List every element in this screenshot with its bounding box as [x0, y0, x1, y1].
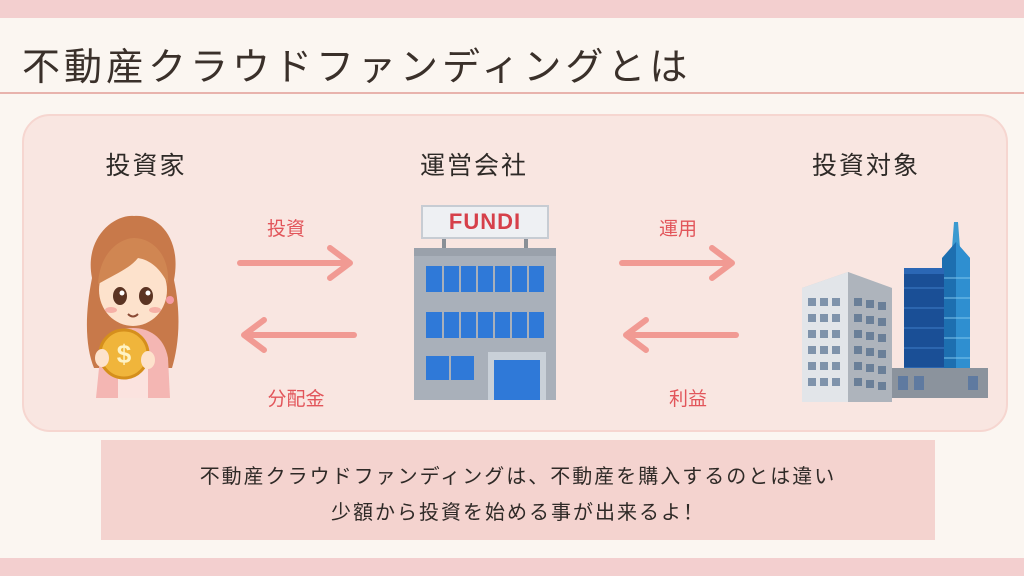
invest-arrow-icon [237, 245, 353, 281]
caption-line-1: 不動産クラウドファンディングは、不動産を購入するのとは違い [199, 464, 837, 488]
slide: 不動産クラウドファンディングとは 投資家 運営会社 投資対象 [0, 18, 1024, 558]
investment-buildings-icon [792, 218, 992, 402]
title-divider [0, 92, 1024, 94]
company-label: 運営会社 [419, 151, 528, 180]
dividend-label: 分配金 [267, 388, 325, 410]
profit-label: 利益 [668, 388, 707, 410]
caption-line-2: 少額から投資を始める事が出来るよ！ [331, 500, 705, 524]
investor-girl-icon: $ [78, 208, 188, 408]
fundi-sign: FUNDI [448, 209, 522, 234]
company-building-icon [412, 202, 558, 402]
page-title: 不動産クラウドファンディングとは [22, 45, 692, 89]
investor-label: 投資家 [105, 151, 187, 180]
invest-label: 投資 [266, 218, 305, 240]
svg-text:$: $ [117, 339, 132, 369]
dividend-arrow-icon [241, 317, 357, 353]
operate-arrow-icon [619, 245, 735, 281]
target-label: 投資対象 [811, 151, 920, 180]
caption-box: 不動産クラウドファンディングは、不動産を購入するのとは違い 少額から投資を始める… [101, 440, 935, 540]
profit-arrow-icon [623, 317, 739, 353]
operate-label: 運用 [658, 218, 697, 240]
